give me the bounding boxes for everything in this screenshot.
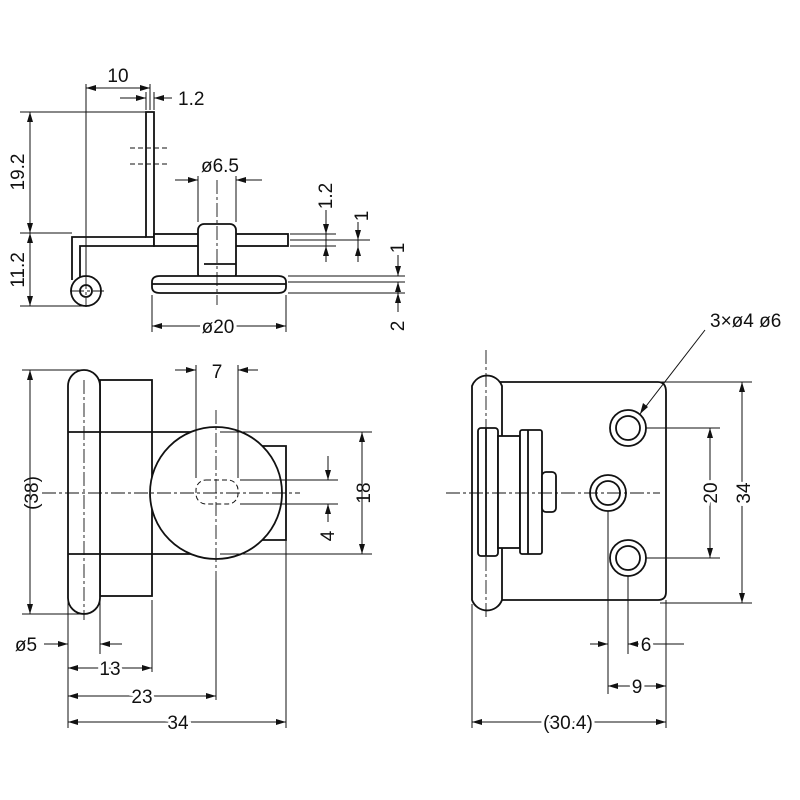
dim-20-side: 20	[701, 482, 722, 503]
dim-2: 2	[388, 321, 409, 332]
bumper-disc-side	[477, 427, 499, 557]
back-leaf	[99, 379, 153, 597]
front-view: 7 (38) 18 4 ø5 13 23	[15, 362, 375, 737]
holes-callout: 3×ø4 ø6	[710, 311, 781, 332]
dim-23: 23	[131, 687, 152, 708]
dim-1-2-top: 1.2	[178, 89, 204, 110]
dim-34-front: 34	[167, 713, 189, 734]
dim-9: 9	[632, 677, 643, 698]
dim-38: (38)	[22, 476, 43, 510]
dim-18: 18	[354, 482, 375, 503]
dim-1-2-mid: 1.2	[316, 183, 337, 209]
side-view: 3×ø4 ø6 20 34 6 9 (30.4)	[446, 311, 781, 737]
dim-dia-20-top: ø20	[202, 317, 235, 338]
dim-7: 7	[212, 362, 223, 383]
dim-13: 13	[99, 659, 120, 680]
pin-side	[541, 471, 557, 513]
dim-6: 6	[641, 635, 652, 656]
dim-dia-5: ø5	[15, 635, 37, 656]
dim-10: 10	[107, 66, 128, 87]
dim-30-4: (30.4)	[543, 713, 593, 734]
dim-4: 4	[318, 530, 339, 541]
dim-dia-6-5: ø6.5	[201, 156, 239, 177]
dim-1-b: 1	[388, 243, 409, 254]
dim-19-2: 19.2	[8, 154, 29, 191]
dim-34-side: 34	[734, 482, 755, 504]
dim-11-2: 11.2	[8, 252, 29, 288]
dim-1-a: 1	[352, 211, 373, 222]
top-view: 10 1.2 19.2 11.2 ø6.5 1.2 1	[8, 66, 409, 341]
